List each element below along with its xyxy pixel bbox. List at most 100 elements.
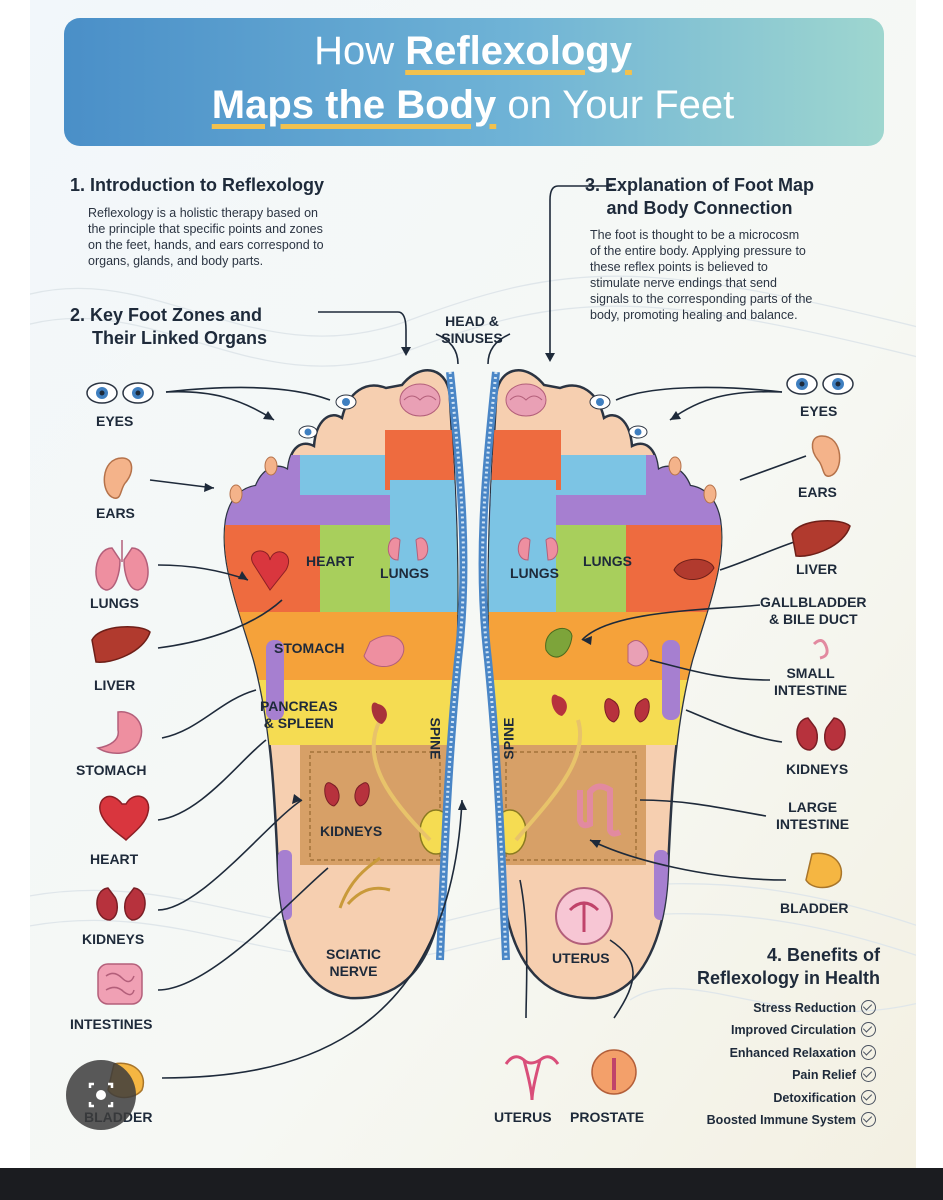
check-circle-icon bbox=[861, 1090, 876, 1105]
intro-text: Reflexology is a holistic therapy based … bbox=[88, 205, 324, 269]
key-zones-heading-line: 2. Key Foot Zones and bbox=[70, 305, 263, 325]
right-foot bbox=[478, 369, 723, 1000]
intro-line: Reflexology is a holistic therapy based … bbox=[88, 206, 318, 220]
label-stomach-left: STOMACH bbox=[76, 762, 147, 778]
benefit-item: Stress Reduction bbox=[753, 1000, 876, 1015]
poster: How Reflexology Maps the Body on Your Fe… bbox=[30, 0, 916, 1168]
title-word-reflexology: Reflexology bbox=[405, 29, 632, 73]
intro-line: organs, glands, and body parts. bbox=[88, 254, 264, 268]
toe-icons bbox=[229, 383, 717, 504]
benefit-item: Detoxification bbox=[773, 1090, 876, 1105]
intro-line: on the feet, hands, and ears correspond … bbox=[88, 238, 324, 252]
image-search-lens-button[interactable] bbox=[66, 1060, 136, 1130]
label-eyes-left: EYES bbox=[96, 413, 134, 429]
zone-sciatic-line: SCIATIC bbox=[326, 946, 381, 962]
label-gallbladder: GALLBLADDER & BILE DUCT bbox=[760, 594, 867, 628]
zone-stomach-label: STOMACH bbox=[274, 640, 345, 656]
label-small-intestine-line: INTESTINE bbox=[774, 682, 848, 698]
explanation-line: stimulate nerve endings that send bbox=[590, 276, 777, 290]
label-liver-left: LIVER bbox=[94, 677, 136, 693]
benefit-text: Boosted Immune System bbox=[706, 1113, 856, 1127]
zone-pancreas-label: PANCREAS & SPLEEN bbox=[260, 698, 338, 732]
benefit-text: Enhanced Relaxation bbox=[729, 1046, 856, 1060]
label-gallbladder-line: & BILE DUCT bbox=[768, 611, 858, 627]
benefit-item: Improved Circulation bbox=[731, 1022, 876, 1037]
zone-uterus-label: UTERUS bbox=[552, 950, 610, 966]
label-gallbladder-line: GALLBLADDER bbox=[760, 594, 867, 610]
title-line-1: How Reflexology bbox=[30, 26, 916, 76]
label-prostate: PROSTATE bbox=[570, 1109, 645, 1125]
label-small-intestine: SMALL INTESTINE bbox=[774, 665, 847, 699]
check-circle-icon bbox=[861, 1112, 876, 1127]
label-heart-left: HEART bbox=[90, 851, 139, 867]
benefits-heading: 4. Benefits of Reflexology in Health bbox=[697, 944, 880, 990]
zone-sciatic-line: NERVE bbox=[329, 963, 378, 979]
zone-sciatic-label: SCIATIC NERVE bbox=[326, 946, 381, 980]
label-liver-right: LIVER bbox=[796, 561, 838, 577]
label-ears-left: EARS bbox=[96, 505, 135, 521]
zone-pancreas-line: PANCREAS bbox=[260, 698, 338, 714]
label-kidneys-right: KIDNEYS bbox=[786, 761, 849, 777]
zone-pancreas-line: & SPLEEN bbox=[263, 715, 334, 731]
key-zones-heading: 2. Key Foot Zones and Their Linked Organ… bbox=[70, 304, 267, 350]
label-uterus-bottom: UTERUS bbox=[494, 1109, 552, 1125]
zone-heart-label: HEART bbox=[306, 553, 355, 569]
title-line-2: Maps the Body on Your Feet bbox=[30, 80, 916, 130]
benefit-text: Improved Circulation bbox=[730, 1023, 856, 1037]
background-pattern bbox=[30, 0, 916, 1168]
label-intestines-left: INTESTINES bbox=[70, 1016, 153, 1032]
head-sinuses-line: SINUSES bbox=[441, 330, 503, 346]
check-circle-icon bbox=[861, 1000, 876, 1015]
check-circle-icon bbox=[861, 1022, 876, 1037]
head-sinuses-line: HEAD & bbox=[445, 313, 499, 329]
foot-organ-icons bbox=[251, 537, 715, 945]
title-banner bbox=[64, 18, 884, 146]
explanation-line: body, promoting healing and balance. bbox=[590, 308, 798, 322]
lens-icon bbox=[88, 1082, 114, 1108]
benefit-item: Enhanced Relaxation bbox=[730, 1045, 876, 1060]
zone-spine-right-label: SPINE bbox=[500, 717, 517, 760]
label-kidneys-left: KIDNEYS bbox=[82, 931, 145, 947]
key-zones-heading-line: Their Linked Organs bbox=[92, 328, 268, 348]
explanation-heading-line: 3. Explanation of Foot Map bbox=[585, 175, 814, 195]
check-circle-icon bbox=[861, 1067, 876, 1082]
benefits-heading-line: 4. Benefits of bbox=[766, 945, 880, 965]
benefit-text: Stress Reduction bbox=[753, 1001, 856, 1015]
benefits-heading-line: Reflexology in Health bbox=[696, 968, 880, 988]
explanation-line: of the entire body. Applying pressure to bbox=[590, 244, 806, 258]
label-small-intestine-line: SMALL bbox=[786, 665, 835, 681]
head-sinuses-label: HEAD & SINUSES bbox=[432, 313, 512, 347]
label-large-intestine-line: LARGE bbox=[788, 799, 838, 815]
explanation-text: The foot is thought to be a microcosm of… bbox=[590, 227, 812, 323]
explanation-line: these reflex points is believed to bbox=[590, 260, 768, 274]
label-eyes-right: EYES bbox=[800, 403, 838, 419]
label-bladder-right: BLADDER bbox=[780, 900, 849, 916]
zone-lungs-right-b-label: LUNGS bbox=[583, 553, 632, 569]
explanation-line: The foot is thought to be a microcosm bbox=[590, 228, 800, 242]
bottom-bar bbox=[0, 1168, 943, 1200]
explanation-heading-line: and Body Connection bbox=[606, 198, 793, 218]
intro-line: the principle that specific points and z… bbox=[88, 222, 323, 236]
benefit-text: Pain Relief bbox=[792, 1068, 856, 1082]
benefit-text: Detoxification bbox=[773, 1091, 856, 1105]
arrow-heads bbox=[204, 347, 681, 848]
check-circle-icon bbox=[861, 1045, 876, 1060]
label-lungs-left: LUNGS bbox=[90, 595, 139, 611]
title-on-your-feet: on Your Feet bbox=[507, 83, 735, 127]
zone-spine-left-label: SPINE bbox=[427, 717, 444, 760]
left-foot bbox=[223, 369, 468, 1000]
label-large-intestine-line: INTESTINE bbox=[776, 816, 850, 832]
title-maps-the-body: Maps the Body bbox=[211, 83, 497, 127]
explanation-line: signals to the corresponding parts of th… bbox=[590, 292, 813, 306]
zone-kidneys-label: KIDNEYS bbox=[320, 823, 383, 839]
benefit-item: Pain Relief bbox=[792, 1067, 876, 1082]
label-large-intestine: LARGE INTESTINE bbox=[776, 799, 849, 833]
intro-heading: 1. Introduction to Reflexology bbox=[70, 175, 325, 195]
title-word-how: How bbox=[314, 29, 395, 73]
zone-lungs-right-a-label: LUNGS bbox=[510, 565, 559, 581]
foot-map-diagram bbox=[149, 185, 807, 1079]
explanation-heading: 3. Explanation of Foot Map and Body Conn… bbox=[585, 174, 814, 220]
label-ears-right: EARS bbox=[798, 484, 837, 500]
zone-lungs-left-label: LUNGS bbox=[380, 565, 429, 581]
connector-arrows bbox=[149, 185, 807, 1079]
